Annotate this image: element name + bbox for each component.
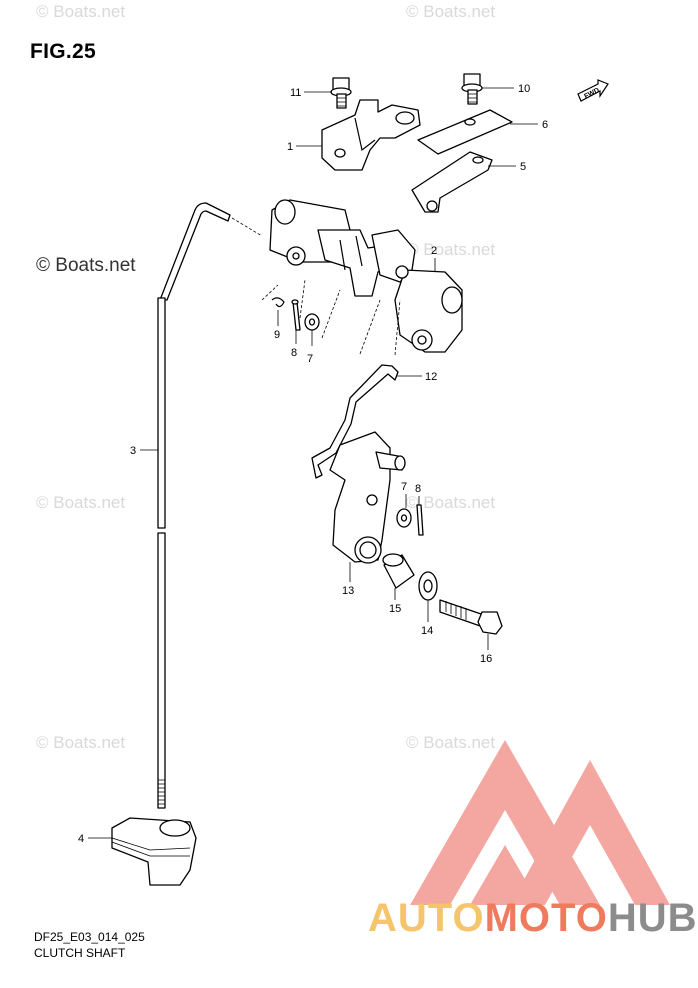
callout-7-lower: 7 [401, 481, 407, 508]
watermark-text: © Boats.net [406, 240, 496, 259]
svg-text:10: 10 [518, 83, 530, 95]
bracket-4 [111, 817, 197, 886]
callout-14: 14 [421, 600, 433, 637]
watermark-text: © Boats.net [36, 733, 126, 752]
washer-7-lower [396, 508, 412, 528]
svg-text:16: 16 [480, 653, 492, 665]
bracket-1 [321, 99, 421, 171]
brand-moto: MOTO [484, 896, 608, 940]
callout-6: 6 [510, 119, 548, 131]
callout-15: 15 [389, 588, 401, 615]
svg-text:1: 1 [287, 141, 293, 153]
callout-3: 3 [130, 445, 158, 457]
diagram-code: DF25_E03_014_025 [34, 930, 145, 944]
bolt-11 [330, 77, 352, 109]
automotohub-logo [410, 740, 670, 905]
fwd-arrow-icon: FWD [577, 79, 609, 102]
washer-7 [304, 313, 320, 331]
callout-10: 10 [482, 83, 530, 95]
svg-text:8: 8 [291, 347, 297, 359]
brand-hub: HUB [607, 896, 698, 940]
callout-11: 11 [290, 87, 332, 99]
svg-text:2: 2 [431, 245, 437, 257]
bolt-16 [439, 599, 503, 635]
plate-6 [417, 109, 513, 155]
svg-text:11: 11 [290, 87, 301, 99]
callout-7: 7 [307, 330, 313, 365]
callout-16: 16 [480, 634, 492, 665]
collar-15 [382, 553, 415, 589]
watermark-text: © Boats.net [406, 733, 496, 752]
callout-4: 4 [78, 833, 112, 845]
watermark-text-dark: © Boats.net [36, 255, 136, 276]
callout-2: 2 [431, 245, 437, 272]
svg-text:7: 7 [307, 353, 313, 365]
cotter-pin-8-lower [416, 504, 424, 536]
callout-12: 12 [396, 371, 437, 383]
fwd-label: FWD [583, 87, 600, 100]
bracket-5 [411, 151, 493, 213]
brand-auto: AUTO [368, 896, 485, 940]
svg-text:8: 8 [415, 483, 421, 495]
automotohub-brand: AUTOMOTOHUB [368, 896, 698, 941]
diagram-name: CLUTCH SHAFT [34, 946, 126, 960]
washer-14 [418, 571, 438, 601]
bolt-10 [461, 73, 483, 105]
figure-title: FIG.25 [30, 40, 96, 63]
callout-1: 1 [287, 141, 322, 153]
watermark-text: © Boats.net [406, 2, 496, 21]
svg-text:4: 4 [78, 833, 84, 845]
svg-text:9: 9 [274, 329, 280, 341]
svg-text:12: 12 [425, 371, 437, 383]
watermark-text: © Boats.net [36, 2, 126, 21]
svg-text:5: 5 [520, 161, 526, 173]
rod-12 [311, 364, 399, 479]
svg-text:14: 14 [421, 625, 433, 637]
lever-13 [329, 431, 406, 564]
clutch-rod-3 [157, 202, 231, 809]
shift-lever-2 [269, 199, 463, 353]
watermark-text: © Boats.net [36, 493, 126, 512]
svg-text:7: 7 [401, 481, 407, 493]
svg-text:3: 3 [130, 445, 136, 457]
callout-5: 5 [488, 161, 526, 173]
callout-8: 8 [291, 330, 297, 359]
callout-13: 13 [342, 562, 354, 597]
svg-text:6: 6 [542, 119, 548, 131]
svg-text:13: 13 [342, 585, 354, 597]
clip-9 [271, 297, 285, 308]
callout-9: 9 [274, 310, 280, 341]
watermark-text: © Boats.net [406, 493, 496, 512]
cotter-pin-8 [291, 299, 301, 331]
callout-8-lower: 8 [415, 483, 421, 505]
assembly-guide-lines [231, 217, 401, 356]
svg-text:15: 15 [389, 603, 401, 615]
